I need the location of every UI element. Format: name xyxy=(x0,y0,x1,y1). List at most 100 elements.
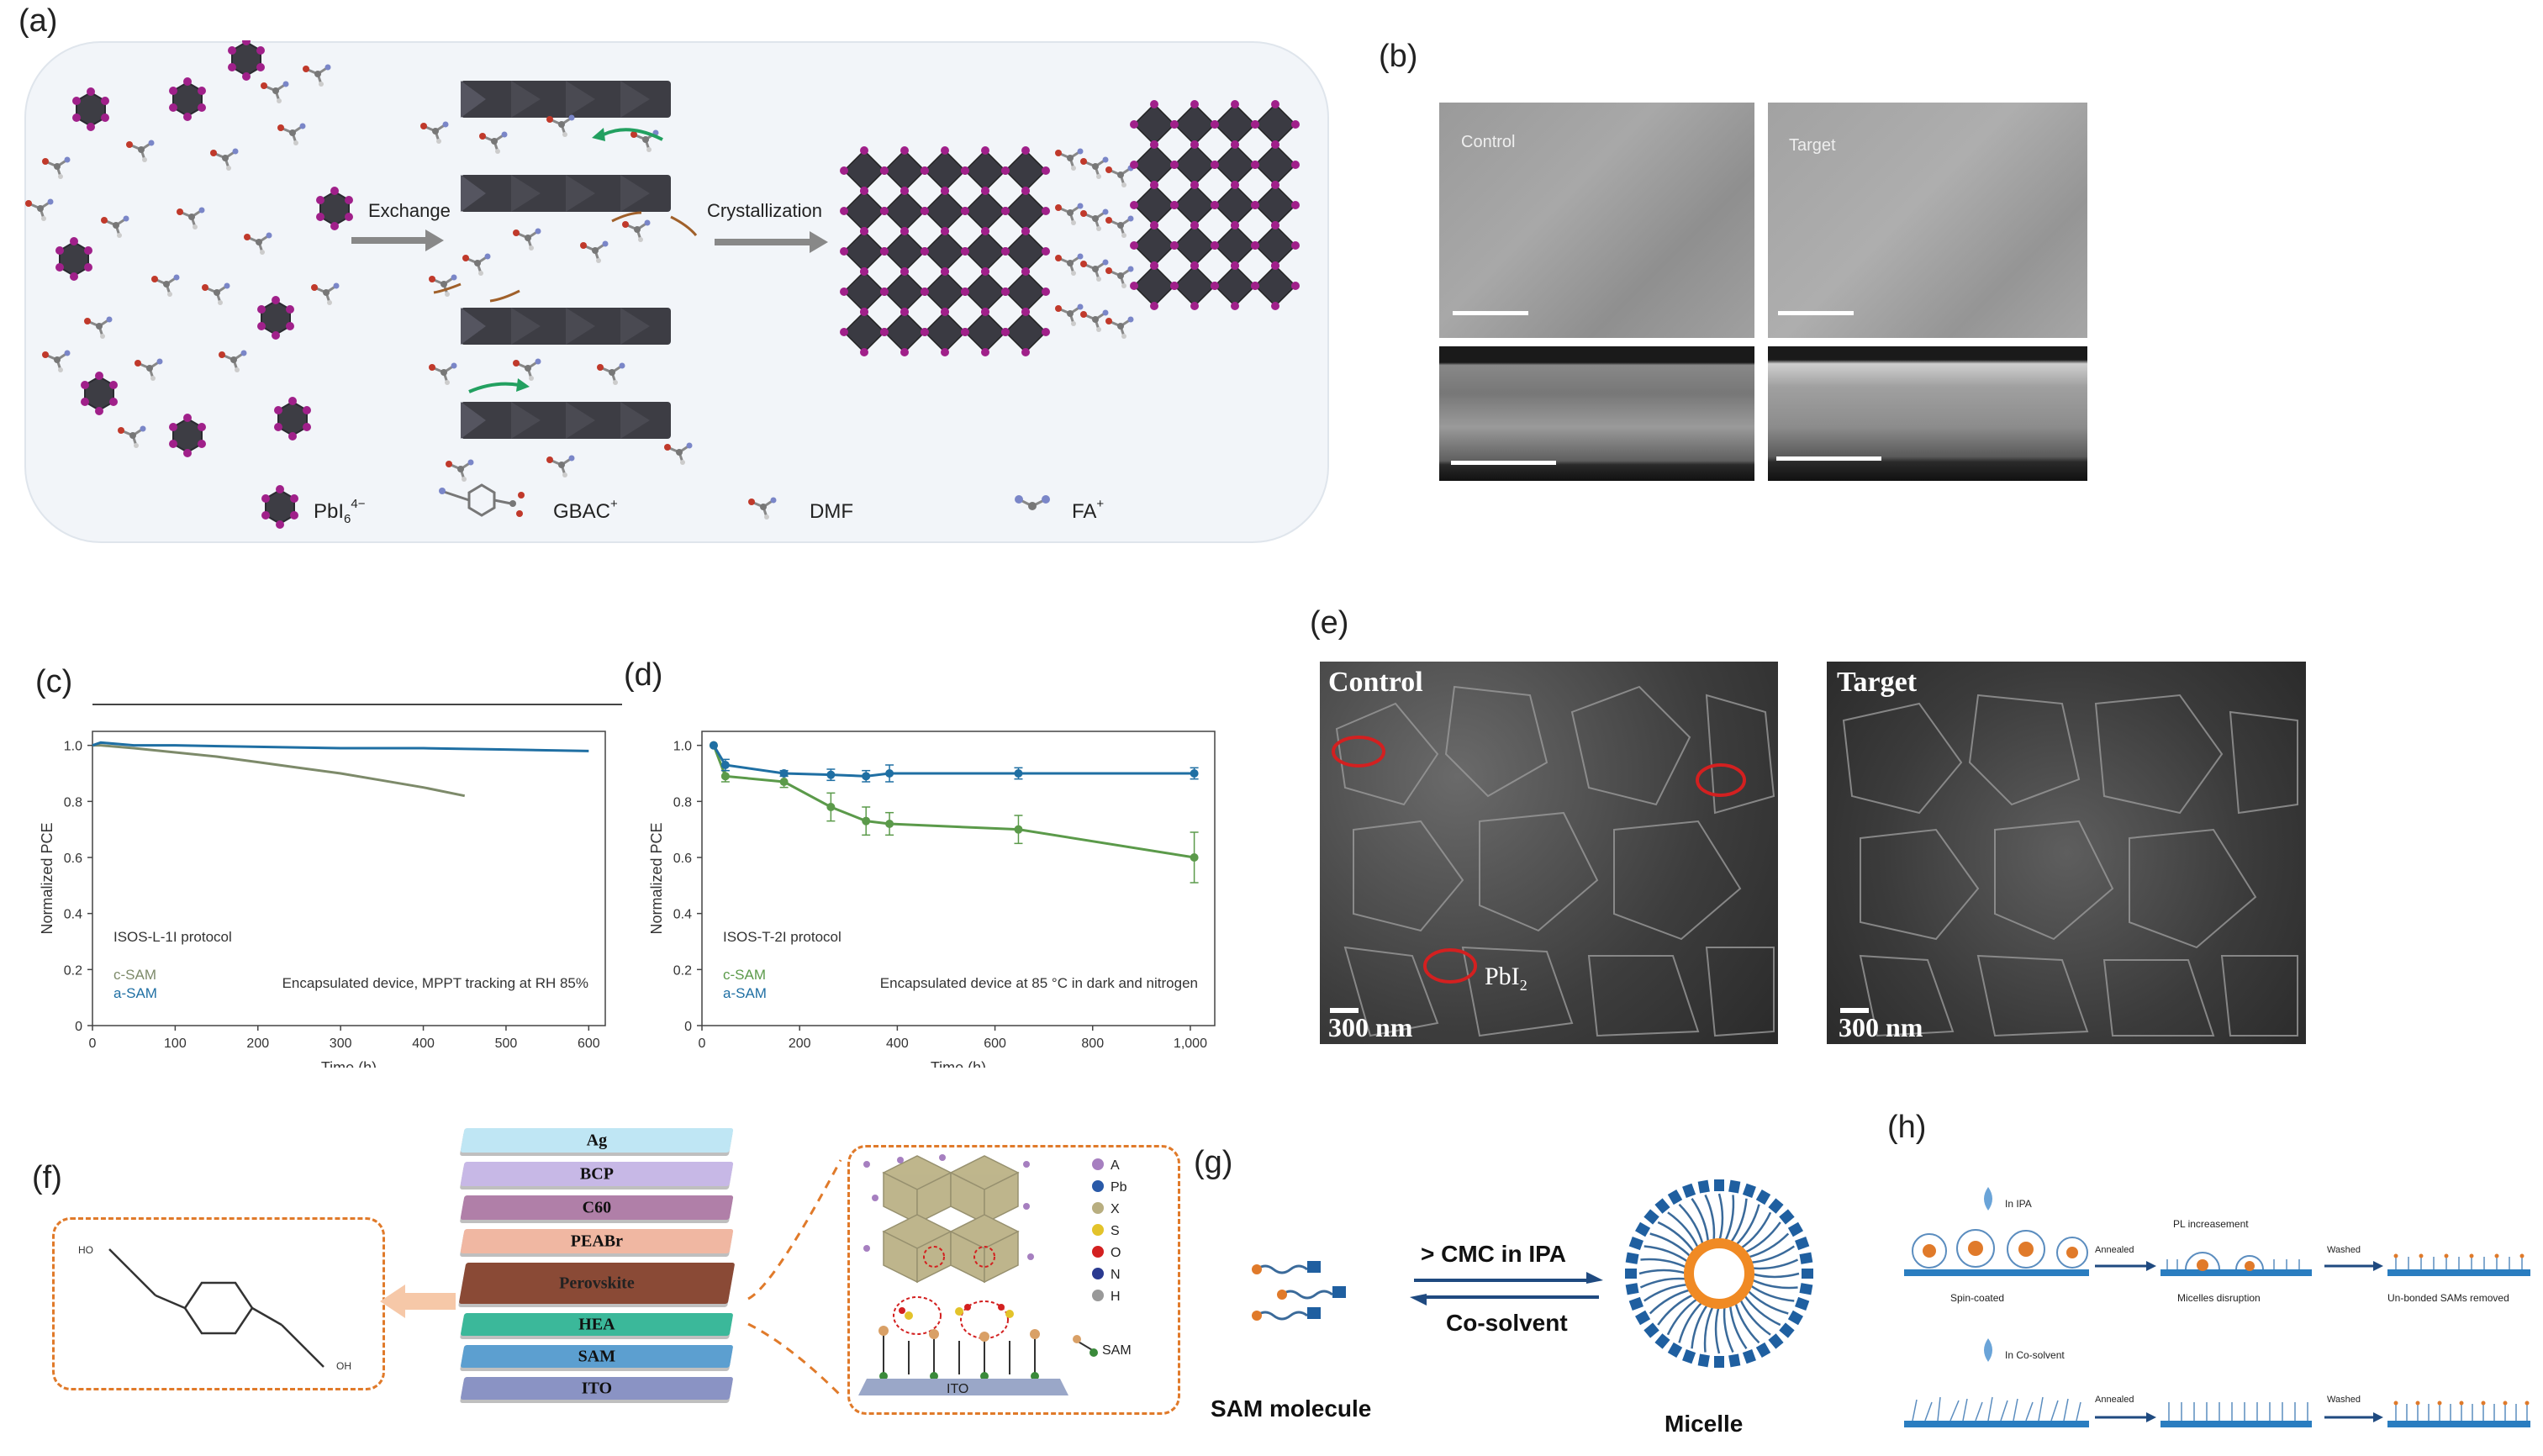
data-point xyxy=(885,769,894,778)
h-spin: Spin-coated xyxy=(1950,1292,2004,1304)
micelle-head xyxy=(1643,1322,1659,1338)
micelle-tail xyxy=(1639,1277,1688,1289)
micelle-core xyxy=(1684,1238,1754,1309)
chart-annotation: Encapsulated device, MPPT tracking at RH… xyxy=(282,975,588,991)
chart-annotation: Encapsulated device at 85 °C in dark and… xyxy=(880,975,1198,991)
micelle-head xyxy=(1779,1322,1795,1338)
micelle-head xyxy=(1697,1179,1710,1194)
fa-icon xyxy=(1015,495,1050,510)
atom-legend-dot xyxy=(1092,1268,1104,1279)
atom-legend-dot xyxy=(1092,1290,1104,1301)
micelle-tail xyxy=(1733,1300,1760,1344)
micelle-tail xyxy=(1734,1204,1760,1247)
h-unbonded: Un-bonded SAMs removed xyxy=(2387,1292,2509,1304)
protocol-label: ISOS-L-1I protocol xyxy=(113,929,232,945)
micelle-tail xyxy=(1666,1297,1700,1336)
micelle-head xyxy=(1802,1269,1813,1279)
panel-h-figure: In IPA Spin-coated Annealed PL increasem… xyxy=(1904,1187,2530,1427)
micelle-head xyxy=(1728,1353,1741,1368)
micelle-head xyxy=(1795,1237,1810,1251)
y-tick-label: 0.2 xyxy=(64,963,82,978)
micelle-tail xyxy=(1746,1232,1790,1259)
micelle-head xyxy=(1768,1333,1784,1349)
crystallization-label: Crystallization xyxy=(707,200,822,221)
data-point xyxy=(1014,769,1023,778)
series-line xyxy=(712,744,1195,778)
scale-bar xyxy=(1840,1008,1869,1013)
sam-label: SAM xyxy=(1102,1343,1132,1358)
sem-e-target: Target 300 nm xyxy=(1827,662,2306,1044)
molecule-box: HO OH xyxy=(52,1217,385,1390)
y-tick-label: 0.4 xyxy=(673,908,692,922)
atom-legend-dot xyxy=(1092,1158,1104,1170)
data-point xyxy=(709,741,718,750)
stack-layer-label: Perovskite xyxy=(559,1274,635,1292)
micelle-head xyxy=(1787,1221,1803,1237)
scale-bar xyxy=(1451,461,1556,465)
micelle-icon xyxy=(1625,1179,1813,1368)
micelle-tail xyxy=(1640,1258,1689,1269)
micelle-tail xyxy=(1749,1245,1795,1264)
mol-ho: HO xyxy=(78,1244,93,1256)
series-line xyxy=(92,741,589,752)
pbi2-label: PbI2 xyxy=(1485,963,1527,994)
zoom-lines xyxy=(747,1159,842,1397)
micelle-tail xyxy=(1704,1194,1716,1242)
micelle-tail xyxy=(1691,1302,1710,1349)
h-annealed-1: Annealed xyxy=(2095,1245,2134,1255)
atom-legend-dot xyxy=(1092,1246,1104,1258)
stack-layer-label: PEABr xyxy=(570,1232,624,1250)
data-point xyxy=(862,772,871,781)
h-washed-2: Washed xyxy=(2327,1395,2361,1405)
stack-layer-hea: HEA xyxy=(460,1313,734,1336)
micelle-head xyxy=(1755,1190,1771,1205)
defect-circle xyxy=(1423,948,1477,984)
micelle-tail xyxy=(1723,1195,1735,1243)
micelle-head xyxy=(1779,1209,1795,1225)
micelle-tail xyxy=(1738,1211,1772,1250)
x-tick-label: 600 xyxy=(578,1037,600,1051)
micelle-tail xyxy=(1703,1304,1715,1353)
micelle-tail xyxy=(1649,1288,1692,1315)
panel-b-label: (b) xyxy=(1379,39,1418,74)
y-tick-label: 0.8 xyxy=(673,795,692,810)
micelle-tail xyxy=(1657,1293,1696,1326)
atom-legend-label: X xyxy=(1111,1202,1120,1216)
sem-b-control-cross xyxy=(1439,346,1754,481)
micelle-head xyxy=(1795,1296,1810,1311)
micelle-tail xyxy=(1746,1289,1789,1315)
micelle-head xyxy=(1799,1252,1813,1264)
y-tick-label: 0.6 xyxy=(673,852,692,866)
micelle-head xyxy=(1682,1183,1696,1198)
x-tick-label: 200 xyxy=(246,1037,269,1051)
scale-label: 300 nm xyxy=(1328,1012,1413,1042)
panel-d-label: (d) xyxy=(624,657,663,693)
panel-g-label: (g) xyxy=(1194,1145,1233,1180)
x-tick-label: 1,000 xyxy=(1174,1037,1207,1051)
sam-molecule-label: SAM molecule xyxy=(1211,1395,1372,1422)
h-in-ipa: In IPA xyxy=(2005,1198,2032,1210)
sem-b-control-top xyxy=(1439,103,1754,338)
sem-e-control-label: Control xyxy=(1328,667,1423,698)
micelle-label: Micelle xyxy=(1665,1411,1744,1437)
micelle-head xyxy=(1697,1353,1710,1368)
stack-layer-ito: ITO xyxy=(460,1377,734,1400)
micelle-head xyxy=(1728,1179,1741,1194)
data-point xyxy=(720,761,730,769)
micelle-tail xyxy=(1643,1283,1690,1302)
h-annealed-2: Annealed xyxy=(2095,1395,2134,1405)
x-tick-label: 300 xyxy=(330,1037,352,1051)
data-point xyxy=(779,769,789,778)
gbac-icon xyxy=(439,483,525,517)
legend-fa: FA+ xyxy=(1072,497,1104,523)
g-bottom-label: Co-solvent xyxy=(1446,1310,1568,1336)
micelle-head xyxy=(1654,1198,1670,1214)
micelle-head xyxy=(1628,1296,1643,1311)
y-tick-label: 1.0 xyxy=(673,740,692,754)
scale-bar xyxy=(1776,456,1881,461)
defect-circle xyxy=(1332,736,1385,768)
